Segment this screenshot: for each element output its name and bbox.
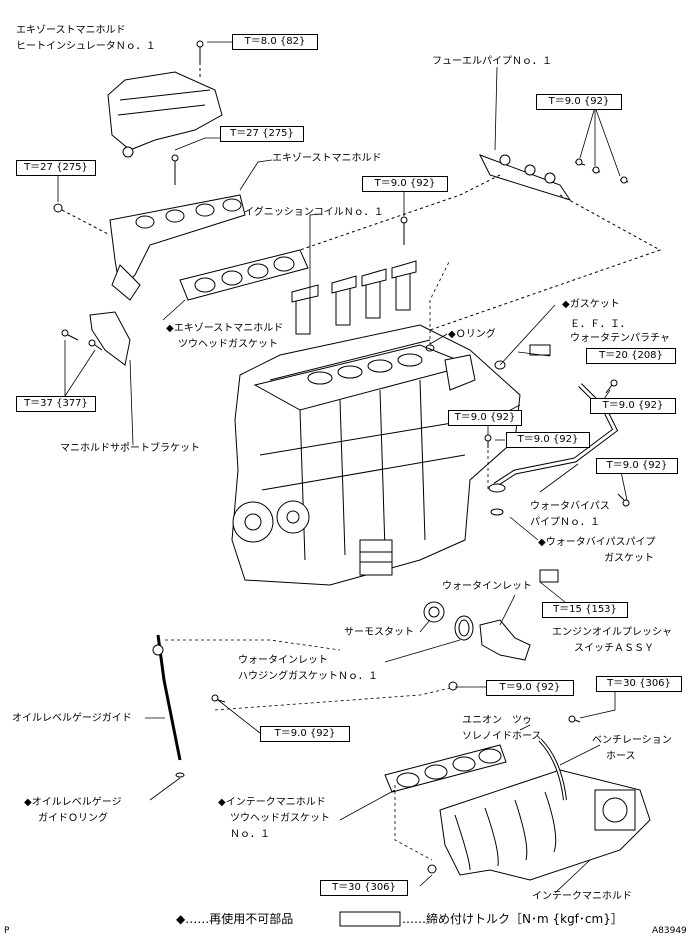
heat-insulator: [107, 40, 223, 158]
water-bypass-gasket-label-2: ガスケット: [604, 553, 654, 564]
dashed-guides: [165, 259, 489, 861]
intake-gasket: [384, 744, 507, 793]
oil-pressure-switch-label: エンジンオイルプレッシャ: [552, 627, 672, 638]
ex-gasket-label-2: ツウヘッドガスケット: [178, 339, 278, 350]
union-hose-label-2: ソレノイドホース: [462, 731, 542, 742]
torque-box-t1: T＝8.0 {82}: [232, 34, 318, 50]
figure-code: A83949: [652, 926, 687, 936]
heat-insulator-label-2: ヒートインシュレータＮｏ．１: [16, 41, 156, 52]
water-bypass-pipe-label: ウォータバイパス: [530, 501, 610, 512]
torque-box-t13: T＝9.0 {92}: [486, 680, 574, 696]
diamond-icon: ◆: [538, 537, 546, 548]
intake-gasket-label-3: Ｎｏ．１: [230, 829, 270, 840]
legend-marks: [339, 911, 401, 927]
torque-box-t12: T＝15 {153}: [542, 602, 628, 618]
diamond-icon: ◆: [166, 323, 174, 334]
legend-diamond: ◆……再使用不可部品: [176, 912, 294, 926]
torque-box-t8: T＝9.0 {92}: [590, 398, 676, 414]
torque-box-t16: T＝30 {306}: [320, 880, 408, 896]
diamond-icon: ◆: [176, 912, 186, 926]
intake-gasket-label: ◆インテークマニホルド: [218, 797, 326, 808]
torque-box-t11: T＝9.0 {92}: [596, 458, 678, 474]
diamond-icon: ◆: [24, 797, 32, 808]
inlet-housing-gasket-label-2: ハウジングガスケットＮｏ．１: [238, 671, 378, 682]
torque-box-t3: T＝27 {275}: [16, 160, 96, 176]
torque-box-t7: T＝37 {377}: [16, 396, 96, 412]
torque-box-t15: T＝9.0 {92}: [260, 726, 350, 742]
engine-block: [231, 324, 521, 586]
oil-gauge-oring-label-2: ガイドＯリング: [38, 813, 108, 824]
water-inlet-label: ウォータインレット: [442, 581, 532, 592]
fuel-pipe-label: フューエルパイプＮｏ．１: [432, 56, 552, 67]
exhaust-manifold: [53, 154, 246, 301]
intake-gasket-label-2: ツウヘッドガスケット: [230, 813, 330, 824]
oil-pressure-switch-label-2: スイッチＡＳＳＹ: [574, 643, 654, 654]
union-hose-label: ユニオン ツゥ: [462, 715, 532, 726]
thermostat-label: サーモスタット: [344, 627, 414, 638]
oil-gauge-guide: [152, 634, 226, 778]
legend-box: ……締め付けトルク［N･m {kgf･cm}］: [402, 912, 623, 926]
diamond-icon: ◆: [562, 299, 570, 310]
torque-box-t2: T＝27 {275}: [220, 126, 304, 142]
leader-lines: [57, 41, 628, 894]
oil-gauge-oring-label: ◆オイルレベルゲージ: [24, 797, 122, 808]
o-ring-label: ◆Ｏリング: [448, 329, 496, 340]
torque-box-t14: T＝30 {306}: [596, 676, 682, 692]
torque-box-t4: T＝9.0 {92}: [362, 176, 448, 192]
support-bracket-label: マニホルドサポートブラケット: [60, 443, 200, 454]
oil-pressure-switch: [539, 569, 559, 583]
vent-hose-label: ベンチレーション: [592, 735, 672, 746]
diamond-icon: ◆: [218, 797, 226, 808]
water-bypass-pipe-label-2: パイプＮｏ．１: [530, 517, 600, 528]
intake-manifold: [427, 715, 651, 881]
water-bypass-gasket-label: ◆ウォータバイパスパイプ: [538, 537, 656, 548]
exhaust-manifold-label: エキゾーストマニホルド: [272, 153, 382, 164]
diamond-icon: ◆: [448, 329, 456, 340]
exhaust-gasket: [179, 249, 309, 301]
intake-manifold-label: インテークマニホルド: [532, 891, 632, 902]
inlet-housing-gasket-label: ウォータインレット: [238, 655, 328, 666]
ex-gasket-label: ◆エキゾーストマニホルド: [166, 323, 284, 334]
torque-box-t10: T＝9.0 {92}: [506, 432, 590, 448]
efi-sensor-label-2: ウォータテンパラチャ: [570, 333, 670, 344]
ignition-coils: [291, 216, 417, 335]
torque-box-t5: T＝9.0 {92}: [536, 94, 622, 110]
gasket-label: ◆ガスケット: [562, 299, 620, 310]
vent-hose-label-2: ホース: [606, 751, 636, 762]
efi-sensor-label: Ｅ．Ｆ．Ｉ．: [570, 319, 630, 330]
support-bracket: [61, 311, 131, 366]
ignition-coil-label: イグニッションコイルＮｏ．１: [244, 207, 384, 218]
corner-left-mark: P: [4, 926, 10, 936]
fuel-pipe: [299, 154, 662, 331]
heat-insulator-label: エキゾーストマニホルド: [16, 25, 126, 36]
thermostat-group: [423, 601, 531, 691]
torque-box-t9: T＝9.0 {92}: [448, 410, 522, 426]
torque-box-t6: T＝20 {208}: [586, 348, 676, 364]
oil-gauge-guide-label: オイルレベルゲージガイド: [12, 713, 132, 724]
